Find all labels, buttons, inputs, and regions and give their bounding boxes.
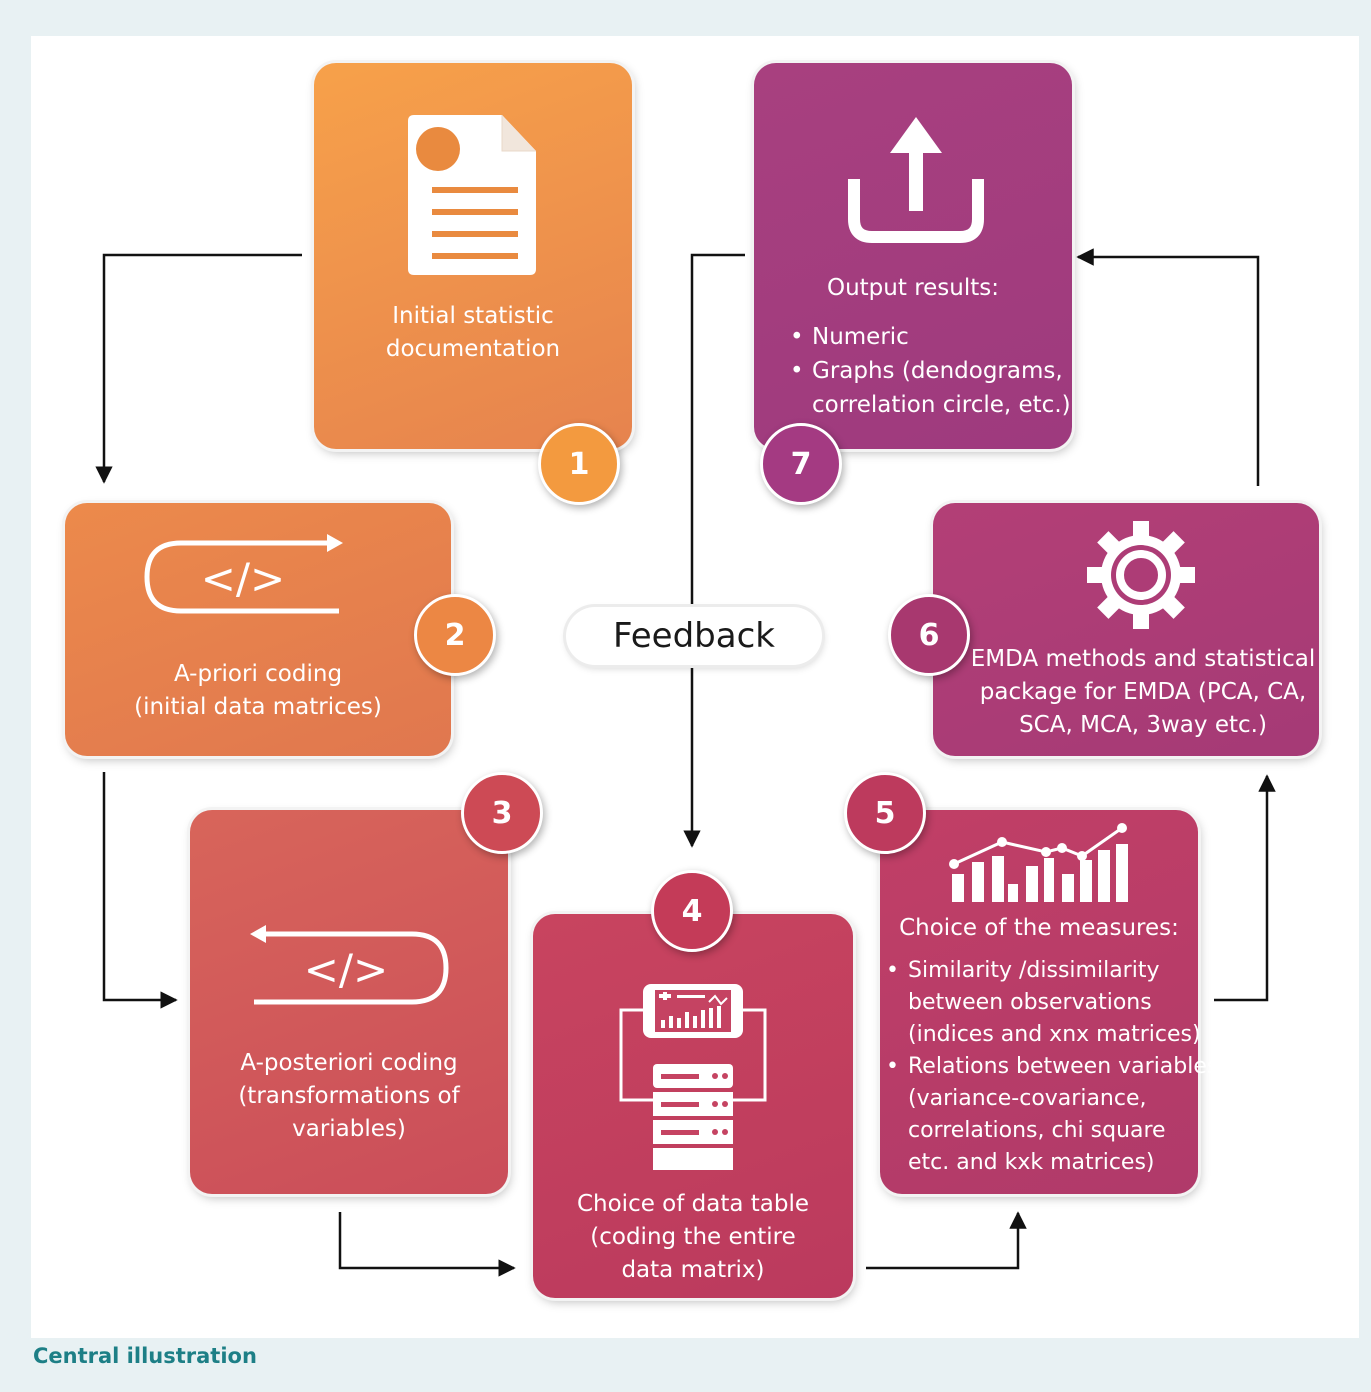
code-backward-icon: </> <box>250 925 449 1005</box>
bullet-item: Relations between variables (variance-co… <box>882 1051 1218 1179</box>
step-4-card: Choice of data table (coding the entire … <box>533 914 853 1298</box>
arrow-1-to-2 <box>95 253 302 484</box>
step-3-text: A-posteriori coding (transformations of … <box>238 1050 460 1142</box>
step-1-text: Initial statistic documentation <box>385 303 561 362</box>
step-6-text: EMDA methods and statistical package for… <box>970 646 1316 738</box>
step-2-text: A-priori coding (initial data matrices) <box>134 661 382 720</box>
step-5-bullets: Similarity /dissimilarity between observ… <box>882 955 1218 1179</box>
code-forward-icon: </> <box>144 534 343 614</box>
step-6-number-badge: 6 <box>888 594 970 676</box>
bullet-item: Numeric <box>786 320 1072 354</box>
step-6-card: EMDA methods and statistical package for… <box>933 503 1319 756</box>
step-4-text: Choice of data table (coding the entire … <box>576 1191 810 1283</box>
step-3-card: </> A-posteriori coding (transformations… <box>190 810 508 1194</box>
bullet-item: Similarity /dissimilarity between observ… <box>882 955 1201 1051</box>
step-5-heading: Choice of the measures: <box>899 915 1179 941</box>
bar-line-chart-icon <box>949 823 1128 902</box>
arrow-feedback-to-4 <box>692 253 745 846</box>
figure-caption: Central illustration <box>33 1344 257 1368</box>
step-1-card: Initial statistic documentation <box>314 63 632 449</box>
step-7-bullets: Numeric Graphs (dendograms, correlation … <box>786 320 1072 422</box>
step-7-heading: Output results: <box>826 275 999 301</box>
feedback-label: Feedback <box>566 607 822 665</box>
bullet-item: Graphs (dendograms, correlation circle, … <box>786 354 1072 422</box>
step-5-number-badge: 5 <box>844 772 926 854</box>
step-5-card: Choice of the measures: Similarity /diss… <box>880 810 1218 1194</box>
gear-icon <box>1087 521 1195 629</box>
arrow-2-to-3 <box>102 772 178 1009</box>
step-7-number-badge: 7 <box>760 423 842 505</box>
arrow-4-to-5 <box>866 1211 1027 1270</box>
svg-text:</>: </> <box>304 945 389 994</box>
step-1-number-badge: 1 <box>538 423 620 505</box>
step-4-number-badge: 4 <box>651 870 733 952</box>
svg-text:</>: </> <box>201 554 286 603</box>
step-3-number-badge: 3 <box>461 772 543 854</box>
arrow-6-to-7 <box>1076 248 1260 486</box>
step-2-number-badge: 2 <box>414 594 496 676</box>
upload-icon <box>848 117 984 243</box>
step-7-card: Output results: Numeric Graphs (dendogra… <box>754 63 1072 449</box>
server-phone-icon <box>619 984 767 1170</box>
arrow-5-to-6 <box>1214 774 1276 1002</box>
step-2-card: </> A-priori coding (initial data matric… <box>65 503 451 756</box>
arrow-3-to-4 <box>338 1212 516 1277</box>
document-icon <box>408 115 536 275</box>
